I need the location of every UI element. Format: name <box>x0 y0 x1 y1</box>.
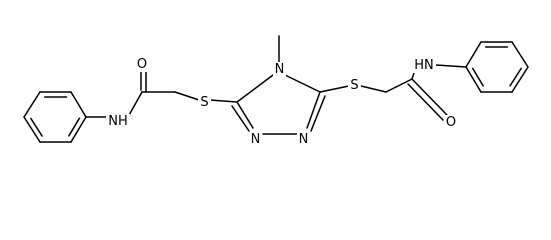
atom-n-lower-left-label: N <box>251 132 261 147</box>
bond-nh-ring-right <box>435 64 467 68</box>
bond-left-ring <box>70 91 87 118</box>
atom-nh-left-label: NH <box>108 114 128 129</box>
atom-s-left: S <box>198 95 211 110</box>
bond-left-ring-double <box>68 117 81 137</box>
atom-n-lower-left: N <box>249 132 262 147</box>
bond-right-ring-double <box>509 67 522 87</box>
atom-n-lower-right: N <box>297 132 310 147</box>
bond-left-ring <box>70 116 87 143</box>
bond-nh-carbonyl-left <box>127 91 143 118</box>
bond-triazole-c-n <box>236 74 274 103</box>
bond-carbonyl-o-right <box>411 78 448 116</box>
atom-nh-right: HN <box>412 58 436 73</box>
atom-n-lower-right-label: N <box>299 132 309 147</box>
bond-left-ring-double <box>30 117 43 137</box>
bond-triazole-c-n3-double <box>310 95 326 132</box>
atom-s-left-label: S <box>200 95 208 110</box>
atom-n-methyl-label: N <box>275 62 285 77</box>
bonds <box>23 35 529 143</box>
atom-nh-left: NH <box>106 114 130 129</box>
bond-ch2-s-left <box>174 91 200 101</box>
atom-s-right-label: S <box>350 78 358 93</box>
bond-triazole-s-right <box>319 85 350 93</box>
bond-triazole-c-n3 <box>306 91 321 129</box>
atom-n-methyl: N <box>273 62 286 77</box>
bond-right-ring-double <box>471 67 484 87</box>
bond-ch2-carbonyl-right <box>385 78 413 93</box>
molecule-structure-diagram: O NH S N N N S HN <box>23 35 529 147</box>
bond-left-ring <box>23 116 41 143</box>
bond-left-ring <box>23 91 41 118</box>
bond-right-ring <box>465 66 482 93</box>
atom-o-right: O <box>444 115 458 130</box>
bond-triazole-n-c <box>284 74 321 93</box>
atom-nh-right-label: HN <box>414 58 434 73</box>
bond-triazole-n2-c <box>236 101 254 129</box>
bond-right-ring <box>465 41 482 68</box>
bond-s-ch2-right <box>360 85 387 93</box>
bond-right-ring <box>511 66 529 93</box>
bond-triazole-n2-c-double <box>231 105 250 132</box>
atom-o-left: O <box>135 57 149 72</box>
bond-right-ring <box>511 41 529 68</box>
atom-o-right-label: O <box>446 115 456 130</box>
bond-carbonyl-o-right-double <box>407 83 444 121</box>
atom-s-right: S <box>348 78 361 93</box>
atom-o-left-label: O <box>137 57 147 72</box>
bond-s-triazole-left <box>209 99 238 103</box>
atom-labels: O NH S N N N S HN <box>106 57 458 147</box>
